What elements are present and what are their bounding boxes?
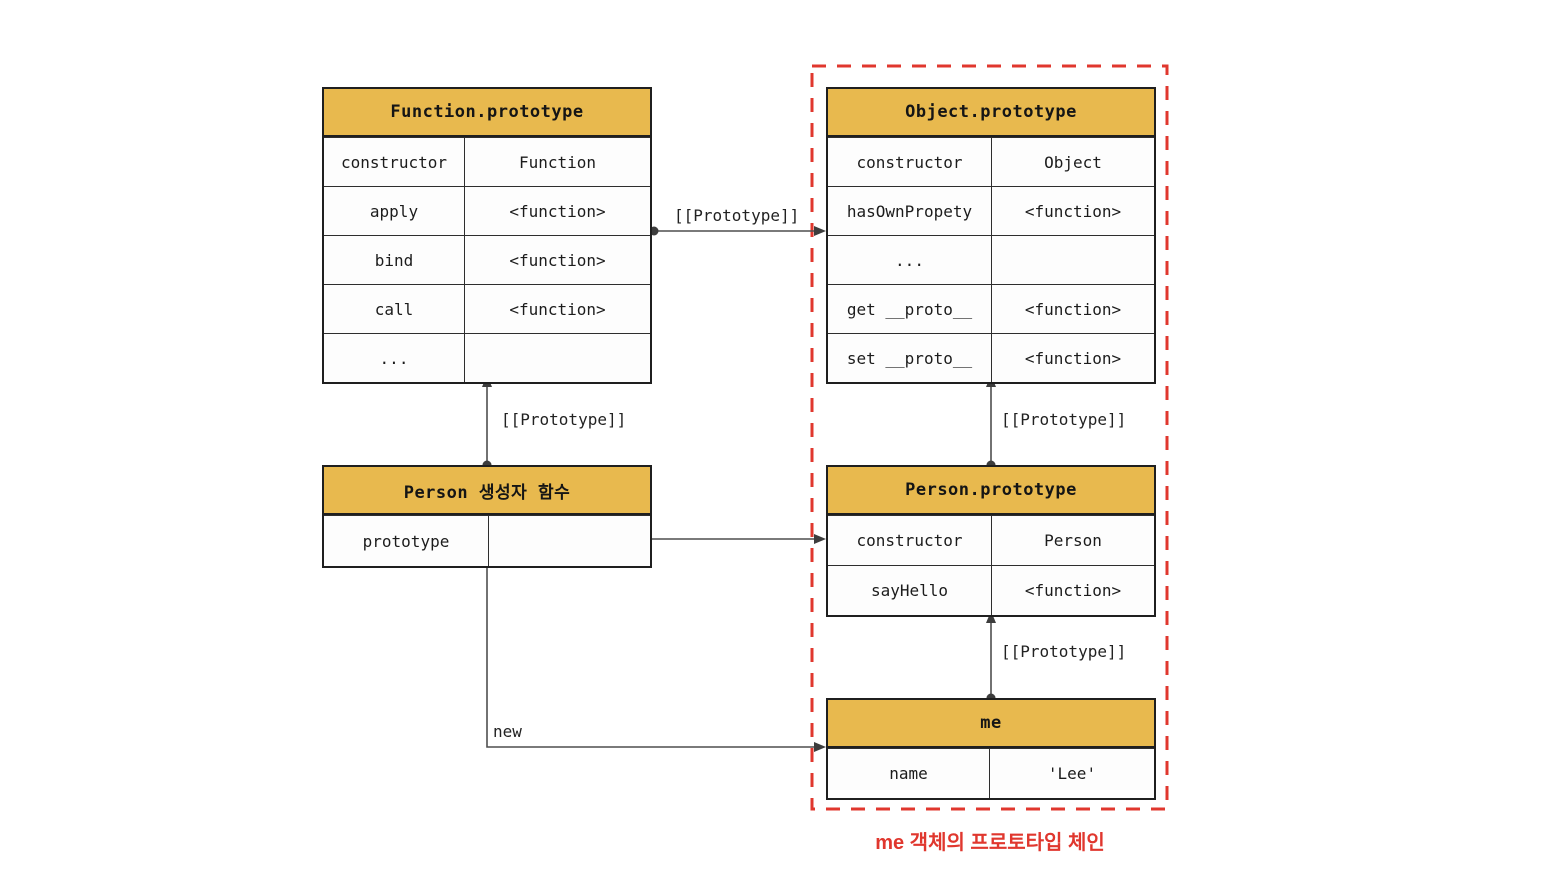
chain-caption: me 객체의 프로토타입 체인 [875,832,1105,854]
table-row: constructor Function [324,137,650,186]
cell-value [465,334,650,382]
arrow-right-icon [814,226,826,236]
table-title: Object.prototype [828,89,1154,137]
edge-label-prototype-right-upper: [[Prototype]] [1001,410,1127,429]
table-person-constructor: Person 생성자 함수 prototype [322,465,652,568]
table-row: constructor Object [828,137,1154,186]
chain-boundary-dashed-box [810,64,1169,811]
cell-value: <function> [1024,201,1122,221]
table-title: Function.prototype [324,89,650,137]
table-row: apply <function> [324,186,650,235]
cell-key: ... [324,334,465,382]
cell-value: <function> [509,299,606,319]
edge-label-prototype-horizontal: [[Prototype]] [674,206,800,225]
cell-value [489,516,650,566]
cell-key: sayHello [828,566,992,615]
cell-value: 'Lee' [1047,764,1097,783]
table-function-prototype: Function.prototype constructor Function … [322,87,652,384]
cell-key: prototype [324,516,489,566]
cell-value: <function> [1024,581,1122,600]
edge-label-new: new [493,722,522,741]
cell-key: ... [828,236,992,284]
table-row: sayHello <function> [828,565,1154,615]
cell-key: set __proto__ [828,334,992,382]
table-title: Person.prototype [828,467,1154,515]
cell-key: apply [324,187,465,235]
arrow-right-icon [814,534,826,544]
cell-key: hasOwnPropety [828,187,992,235]
table-row: get __proto__ <function> [828,284,1154,333]
table-object-prototype: Object.prototype constructor Object hasO… [826,87,1156,384]
table-row: bind <function> [324,235,650,284]
cell-value: Object [1044,152,1102,172]
cell-value: <function> [509,250,606,270]
table-title: Person 생성자 함수 [324,467,650,515]
table-title: me [828,700,1154,748]
cell-key: bind [324,236,465,284]
cell-key: get __proto__ [828,285,992,333]
cell-key: name [828,749,990,798]
cell-value [992,236,1154,284]
table-person-prototype: Person.prototype constructor Person sayH… [826,465,1156,617]
cell-value: <function> [1024,299,1122,319]
edge-label-prototype-right-lower: [[Prototype]] [1001,642,1127,661]
table-row: prototype [324,515,650,566]
cell-key: constructor [828,516,992,565]
cell-key: call [324,285,465,333]
cell-value: Function [518,152,597,172]
table-row: name 'Lee' [828,748,1154,798]
table-row: constructor Person [828,515,1154,565]
cell-value: Person [1044,531,1102,550]
cell-value: <function> [1024,348,1122,368]
cell-key: constructor [324,138,465,186]
arrow-up-icon [986,611,996,623]
table-row: ... [324,333,650,382]
table-row: set __proto__ <function> [828,333,1154,382]
table-row: ... [828,235,1154,284]
edge-new [486,565,818,748]
cell-value: <function> [509,201,606,221]
table-row: hasOwnPropety <function> [828,186,1154,235]
arrow-right-icon [814,742,826,752]
cell-key: constructor [828,138,992,186]
table-me: me name 'Lee' [826,698,1156,800]
table-row: call <function> [324,284,650,333]
edge-label-prototype-left: [[Prototype]] [501,410,627,429]
